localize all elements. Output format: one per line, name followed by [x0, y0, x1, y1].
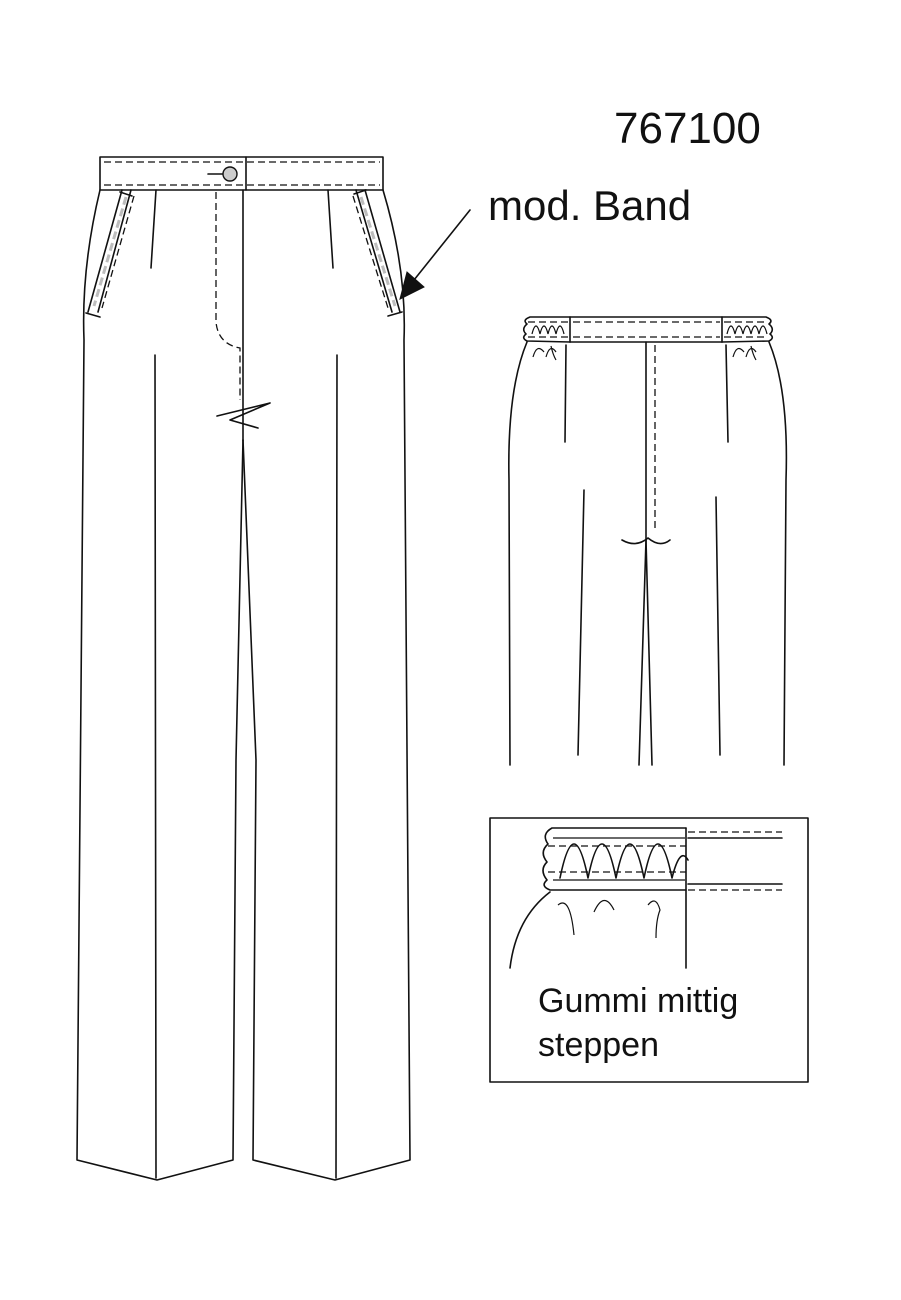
front-pocket-right — [352, 189, 403, 317]
article-number: 767100 — [614, 104, 761, 153]
front-outline-right — [242, 189, 411, 1181]
front-pocket-left — [85, 189, 135, 318]
front-outline-left — [76, 189, 244, 1181]
front-waistband — [99, 156, 384, 191]
button-icon — [222, 166, 238, 182]
back-view-trousers — [508, 316, 788, 766]
callout-arrow — [399, 209, 471, 300]
detail-caption-line-2: steppen — [538, 1026, 659, 1064]
detail-box: Gummi mittig steppen — [489, 817, 809, 1083]
detail-caption-line-1: Gummi mittig — [538, 982, 738, 1020]
callout-label: mod. Band — [488, 182, 691, 229]
back-waistband — [522, 316, 774, 361]
front-view-trousers — [76, 156, 411, 1181]
